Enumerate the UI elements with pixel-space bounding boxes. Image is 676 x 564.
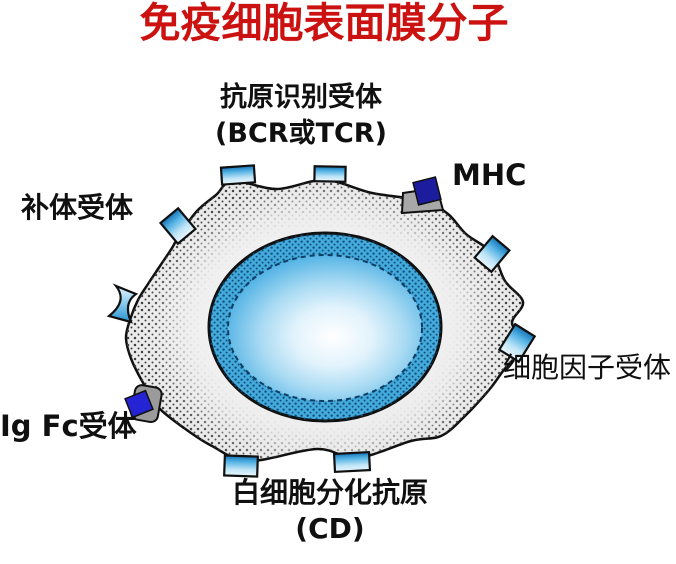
receptor-right-mid bbox=[497, 322, 537, 364]
receptor-top-left bbox=[219, 164, 257, 186]
label-mhc: MHC bbox=[452, 158, 527, 192]
receptor-left-cup bbox=[106, 283, 139, 324]
mhc-molecule bbox=[400, 176, 445, 215]
label-cytokine-receptor: 细胞因子受体 bbox=[503, 351, 672, 384]
label-antigen-receptor-line1: 抗原识别受体 bbox=[220, 82, 382, 113]
receptor-left-upper bbox=[158, 206, 198, 246]
mhc-square bbox=[412, 176, 442, 206]
igfc-square bbox=[124, 389, 154, 419]
label-cd-line1: 白细胞分化抗原 bbox=[231, 476, 428, 509]
label-complement-receptor: 补体受体 bbox=[21, 191, 134, 224]
receptor-bottom-left bbox=[223, 454, 259, 478]
page-title: 免疫细胞表面膜分子 bbox=[139, 0, 509, 47]
nucleus-inner bbox=[227, 254, 423, 402]
label-ig-fc-receptor: Ig Fc受体 bbox=[0, 409, 137, 443]
label-cd-line2: (CD) bbox=[295, 512, 365, 545]
receptor-right-upper bbox=[473, 234, 511, 274]
nucleus bbox=[207, 231, 443, 423]
ig-fc-receptor-molecule bbox=[124, 384, 163, 424]
receptor-bottom-mid bbox=[332, 450, 372, 474]
receptor-top-mid bbox=[313, 165, 347, 183]
label-antigen-receptor-line2: (BCR或TCR) bbox=[215, 118, 387, 149]
surface-receptors bbox=[158, 164, 537, 478]
